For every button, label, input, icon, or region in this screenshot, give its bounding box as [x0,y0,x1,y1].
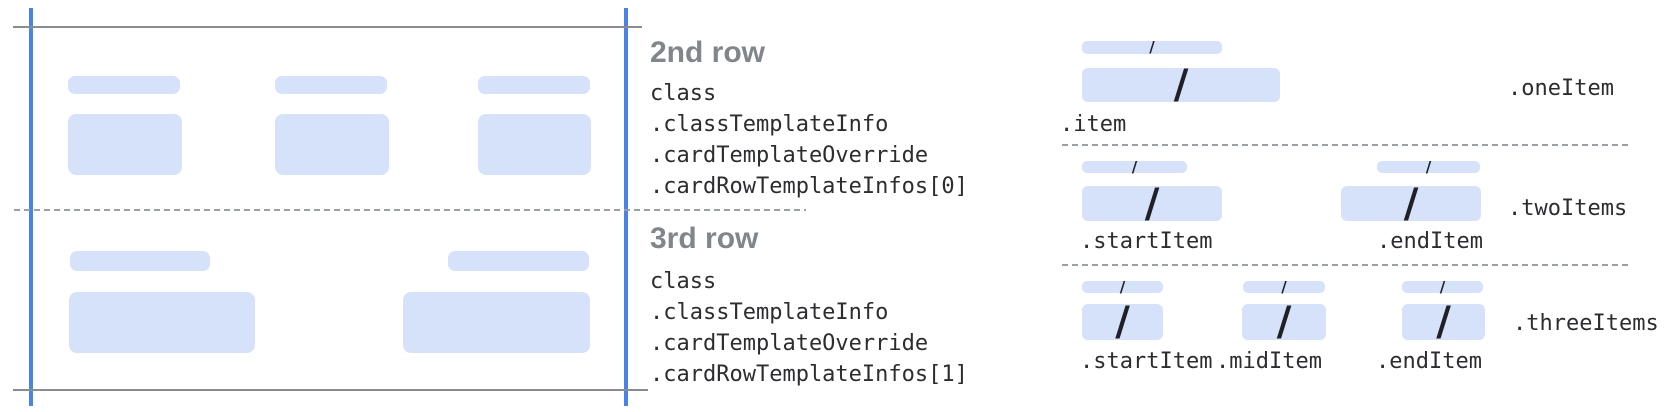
slash-glyph: / [1425,157,1432,176]
row2-col3-value-placeholder [478,114,591,175]
slash-glyph: / [1119,277,1126,296]
slash-glyph: / [1439,277,1446,296]
slash-glyph: / [1149,38,1155,56]
three-items-end-value-bar: / [1402,299,1485,345]
card-right-edge-line [624,8,628,406]
one-item-field-label: .item [1060,112,1127,137]
three-items-mid-value-bar: / [1242,299,1326,345]
slash-glyph: / [1276,299,1292,345]
three-items-end-field-label: .endItem [1376,349,1482,374]
slash-glyph: / [1281,277,1287,296]
two-items-end-label-bar: / [1377,157,1480,176]
three-items-start-label-bar: / [1082,277,1163,296]
row2-col2-label-placeholder [275,76,387,94]
row2-col1-value-placeholder [68,114,182,175]
slash-glyph: / [1403,180,1419,227]
row2-heading: 2nd row [650,36,766,69]
row3-heading: 3rd row [650,222,759,255]
three-items-layout-label: .threeItems [1513,311,1659,336]
three-items-mid-label-bar: / [1243,277,1325,296]
row3-start-label-placeholder [70,251,210,271]
code-line: .cardTemplateOverride [650,331,929,356]
row3-code-path: class .classTemplateInfo .cardTemplateOv… [650,266,968,390]
code-line: .cardTemplateOverride [650,143,929,168]
three-items-mid-field-label: .midItem [1216,349,1322,374]
slash-glyph: / [1131,157,1138,176]
row2-col1-label-placeholder [68,76,180,94]
row-divider-dashed-line [14,209,806,211]
layout-divider-dashed-line [1062,144,1630,146]
card-bottom-boundary-line [13,389,648,391]
layout-divider-dashed-line [1062,264,1630,266]
row2-code-path: class .classTemplateInfo .cardTemplateOv… [650,78,968,202]
slash-glyph: / [1436,299,1451,345]
three-items-start-field-label: .startItem [1080,349,1213,374]
code-line: .cardRowTemplateInfos[1] [650,362,968,387]
row3-end-label-placeholder [448,251,589,271]
card-left-edge-line [29,8,33,406]
three-items-start-value-bar: / [1082,299,1163,345]
two-items-end-value-bar: / [1341,180,1481,227]
row2-col3-label-placeholder [478,76,590,94]
one-item-label-bar: / [1082,38,1222,56]
row3-end-value-placeholder [403,292,590,353]
slash-glyph: / [1115,299,1130,345]
two-items-start-field-label: .startItem [1080,229,1213,254]
two-items-start-value-bar: / [1082,180,1222,227]
slash-glyph: / [1173,62,1189,108]
code-line: .classTemplateInfo [650,112,889,137]
code-line: .cardRowTemplateInfos[0] [650,174,968,199]
slash-glyph: / [1144,180,1160,227]
code-line: .classTemplateInfo [650,300,889,325]
two-items-end-field-label: .endItem [1377,229,1483,254]
card-top-boundary-line [13,26,642,28]
three-items-end-label-bar: / [1402,277,1483,296]
code-line: class [650,269,717,294]
two-items-layout-label: .twoItems [1508,196,1628,221]
one-item-layout-label: .oneItem [1508,76,1614,101]
one-item-value-bar: / [1082,62,1280,108]
code-line: class [650,81,717,106]
row3-start-value-placeholder [69,292,255,353]
two-items-start-label-bar: / [1082,157,1187,176]
row2-col2-value-placeholder [275,114,389,175]
